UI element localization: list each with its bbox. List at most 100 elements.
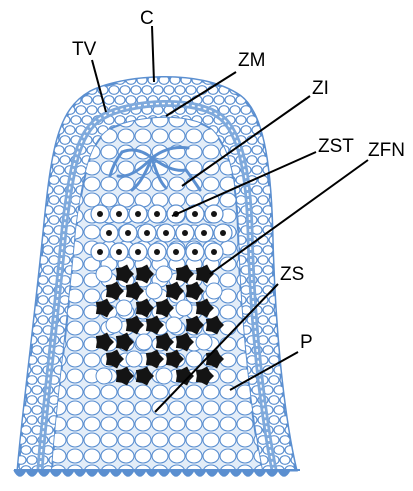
central-cell xyxy=(118,433,134,447)
epidermal-cell xyxy=(258,276,268,285)
epidermal-cell xyxy=(60,156,70,165)
zst-nucleus xyxy=(192,211,198,217)
epidermal-cell xyxy=(43,106,53,115)
leader-line-c xyxy=(152,26,154,82)
epidermal-cell xyxy=(186,86,196,95)
epidermal-cell xyxy=(5,76,15,85)
central-cell xyxy=(152,433,168,447)
epidermal-cell xyxy=(109,66,119,75)
epidermal-cell xyxy=(16,236,26,245)
epidermal-cell xyxy=(38,76,48,85)
central-cell xyxy=(169,129,185,143)
central-cell xyxy=(169,385,185,399)
epidermal-cell xyxy=(285,186,295,195)
central-cell xyxy=(84,289,100,303)
zfn-clear-cell xyxy=(176,300,192,316)
epidermal-cell xyxy=(16,196,26,205)
epidermal-cell xyxy=(247,76,257,85)
epidermal-cell xyxy=(16,96,26,105)
central-cell xyxy=(186,449,202,463)
epidermal-cell xyxy=(54,166,64,175)
epidermal-cell xyxy=(49,116,59,125)
epidermal-cell xyxy=(71,116,81,125)
epidermal-cell xyxy=(291,136,301,145)
epidermal-cell xyxy=(5,176,15,185)
central-cell xyxy=(220,305,236,319)
epidermal-cell xyxy=(296,246,306,255)
central-cell xyxy=(186,129,202,143)
central-cell xyxy=(203,177,219,191)
epidermal-cell xyxy=(87,106,97,115)
central-cell xyxy=(84,417,100,431)
epidermal-cell xyxy=(131,66,141,75)
central-cell xyxy=(67,305,83,319)
epidermal-cell xyxy=(10,266,20,275)
central-cell xyxy=(186,433,202,447)
zfn-clear-cell xyxy=(156,368,172,384)
epidermal-cell xyxy=(43,86,53,95)
epidermal-cell xyxy=(32,406,42,415)
epidermal-cell xyxy=(60,96,70,105)
central-cell xyxy=(237,417,253,431)
epidermal-cell xyxy=(21,266,31,275)
epidermal-cell xyxy=(82,76,92,85)
epidermal-cell xyxy=(296,306,306,315)
epidermal-cell xyxy=(285,166,295,175)
epidermal-cell xyxy=(27,396,37,405)
epidermal-cell xyxy=(60,136,70,145)
central-cell xyxy=(101,193,117,207)
epidermal-cell xyxy=(236,76,246,85)
central-cell xyxy=(67,321,83,335)
epidermal-cell xyxy=(263,346,273,355)
epidermal-cell xyxy=(32,346,42,355)
central-cell xyxy=(220,401,236,415)
epidermal-cell xyxy=(60,76,70,85)
epidermal-cell xyxy=(280,436,290,445)
epidermal-cell xyxy=(10,286,20,295)
epidermal-cell xyxy=(27,76,37,85)
epidermal-cell xyxy=(280,136,290,145)
epidermal-cell xyxy=(21,206,31,215)
central-cell xyxy=(101,385,117,399)
label-zm: ZM xyxy=(238,50,265,71)
epidermal-cell xyxy=(285,246,295,255)
central-cell xyxy=(203,161,219,175)
epidermal-cell xyxy=(10,106,20,115)
epidermal-cell xyxy=(153,86,163,95)
label-zst: ZST xyxy=(318,136,354,157)
epidermal-cell xyxy=(5,156,15,165)
epidermal-cell xyxy=(285,346,295,355)
epidermal-cell xyxy=(258,116,268,125)
epidermal-cell xyxy=(225,96,235,105)
central-cell xyxy=(220,193,236,207)
central-cell xyxy=(67,337,83,351)
epidermal-cell xyxy=(208,66,218,75)
epidermal-cell xyxy=(285,126,295,135)
epidermal-cell xyxy=(219,66,229,75)
central-cell xyxy=(101,449,117,463)
zst-nucleus xyxy=(154,249,160,255)
central-cell xyxy=(186,401,202,415)
central-cell xyxy=(135,433,151,447)
epidermal-cell xyxy=(16,216,26,225)
epidermal-cell xyxy=(43,126,53,135)
epidermal-cell xyxy=(274,66,284,75)
epidermal-cell xyxy=(175,66,185,75)
zst-nucleus xyxy=(135,249,141,255)
epidermal-cell xyxy=(274,406,284,415)
epidermal-cell xyxy=(269,76,279,85)
central-cell xyxy=(101,177,117,191)
epidermal-cell xyxy=(16,256,26,265)
epidermal-cell xyxy=(5,416,15,425)
epidermal-cell xyxy=(263,326,273,335)
zfn-clear-cell xyxy=(116,300,132,316)
epidermal-cell xyxy=(296,366,306,375)
epidermal-cell xyxy=(252,186,262,195)
central-cell xyxy=(135,417,151,431)
epidermal-cell xyxy=(38,176,48,185)
epidermal-cell xyxy=(49,196,59,205)
central-cell xyxy=(169,433,185,447)
epidermal-cell xyxy=(32,186,42,195)
epidermal-cell xyxy=(5,376,15,385)
epidermal-cell xyxy=(291,76,301,85)
